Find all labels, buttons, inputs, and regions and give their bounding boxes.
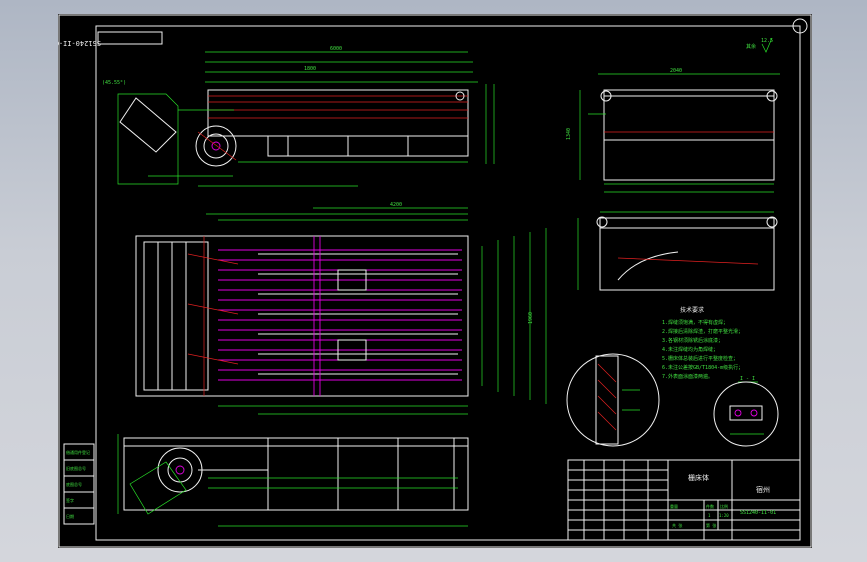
bottom-elevation-view [117,434,469,527]
title-block: 栅床体 宿州 SS1240-II-01 重量 件数 比例 1 1:20 共 张 … [567,459,801,541]
stamp-row-3: 底图总号 [66,481,82,487]
tech-requirements-title: 技术要求 [680,306,704,314]
svg-text:其余: 其余 [746,43,756,50]
drawing-sheet: SS1240-II-01 其余 12.5 6000 1800 [58,14,812,548]
title-part-name: 栅床体 [688,473,709,482]
tech-req-7: 7.外表面涂面漆两遍。 [662,373,713,380]
svg-text:12.5: 12.5 [761,38,773,44]
dim-plan-length: 4200 [390,202,402,208]
stamp-row-2: 旧底图总号 [66,465,86,471]
tech-req-1: 1.焊缝须饱满，不得有虚焊； [662,319,728,326]
dim-top-span: 1800 [304,66,316,72]
stamp-row-5: 日期 [66,513,74,519]
title-scale-label: 比例 [720,503,728,509]
tech-req-3: 3.各钢材须除锈后涂底漆； [662,337,723,344]
top-elevation-view: 6000 1800 [102,46,495,187]
title-scale: 1:20 [719,513,729,518]
title-drawing-no: SS1240-II-01 [740,510,776,516]
end-view-2 [577,211,778,291]
tech-req-4: 4.未注焊缝均为角焊缝； [662,346,718,353]
inner-border [95,25,801,541]
title-weight-label: 重量 [670,503,678,509]
cad-drawing-canvas[interactable]: SS1240-II-01 其余 12.5 6000 1800 [58,14,812,548]
tech-req-5: 5.栅床体总装后进行平整度检查； [662,355,738,362]
detail-circle-view [566,353,660,447]
section-i-i-view: I - I [713,376,779,447]
title-quantity-label: 件数 [706,503,714,509]
tech-req-6: 6.未注公差按GB/T1804-m级执行； [662,364,743,371]
dim-end-width: 2040 [670,68,682,74]
stamp-row-1: 借通用件登记 [66,449,90,455]
plan-view: 4200 [135,202,547,415]
title-sheet-total: 共 张 [672,522,682,528]
dim-end-height: 1340 [566,128,572,140]
stamp-row-4: 签字 [66,497,74,503]
dim-top-overall: 6000 [330,46,342,52]
tech-req-2: 2.焊接后清除焊渣，打磨平整光滑； [662,328,743,335]
title-sheet-no: 第 张 [706,522,716,528]
roughness-symbol: 其余 12.5 [746,37,773,53]
drawing-number-box [97,31,163,45]
section-label: I - I [740,376,755,382]
drawing-number-text: SS1240-II-01 [58,39,101,47]
end-section-view: 2040 1340 [566,68,780,193]
dim-angle: (45.55°) [102,80,126,86]
grate-bar-outlines [258,253,458,375]
dim-plan-width: 1960 [528,312,534,324]
title-quantity: 1 [708,513,711,518]
left-stamp-box: 借通用件登记 旧底图总号 底图总号 签字 日期 [63,443,95,525]
tech-requirements: 技术要求 1.焊缝须饱满，不得有虚焊； 2.焊接后清除焊渣，打磨平整光滑； 3.… [662,306,743,380]
outer-border [58,14,812,548]
title-company: 宿州 [756,485,770,494]
corner-mark [792,18,808,34]
